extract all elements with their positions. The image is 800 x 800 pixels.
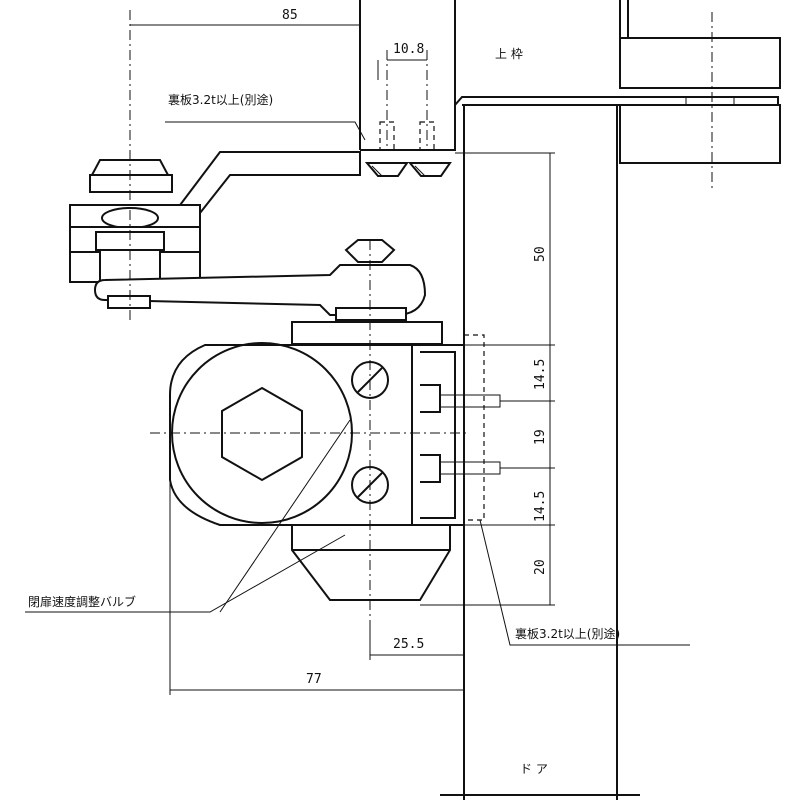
center-lines bbox=[129, 10, 713, 620]
door-panel bbox=[440, 105, 640, 800]
dimension-lines bbox=[25, 24, 690, 695]
label-backing-plate-bottom: 裏板3.2t以上(別途) bbox=[515, 626, 620, 641]
arm-assembly bbox=[69, 151, 427, 321]
top-screws bbox=[364, 121, 452, 177]
dim-14-5-top: 14.5 bbox=[533, 359, 548, 390]
dim-50: 50 bbox=[533, 246, 548, 262]
dim-85: 85 bbox=[282, 8, 298, 23]
annotation-labels: 上 枠 ド ア 裏板3.2t以上(別途) 裏板3.2t以上(別途) 閉扉速度調整… bbox=[28, 47, 620, 776]
label-upper-frame: 上 枠 bbox=[495, 47, 523, 61]
dim-19: 19 bbox=[533, 429, 548, 445]
dim-10-8: 10.8 bbox=[393, 42, 424, 57]
upper-frame bbox=[359, 0, 781, 164]
label-valve: 閉扉速度調整バルブ bbox=[28, 594, 136, 609]
dim-77: 77 bbox=[306, 672, 322, 687]
closer-body bbox=[169, 321, 501, 601]
label-door: ド ア bbox=[520, 762, 548, 776]
dim-20: 20 bbox=[533, 559, 548, 575]
dim-25-5: 25.5 bbox=[393, 637, 424, 652]
dim-14-5-bottom: 14.5 bbox=[533, 491, 548, 522]
dimension-text: 85 10.8 50 14.5 19 14.5 20 25.5 77 bbox=[282, 8, 548, 687]
label-backing-plate-top: 裏板3.2t以上(別途) bbox=[168, 92, 273, 107]
